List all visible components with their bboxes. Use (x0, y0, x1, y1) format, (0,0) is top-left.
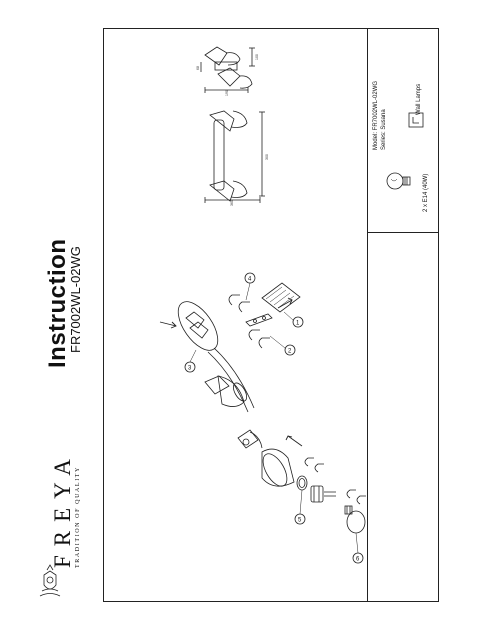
step-2-label: 2 (288, 349, 292, 355)
spotlight-upper (204, 375, 248, 407)
instruction-sheet (103, 28, 439, 602)
lamp-holder (310, 485, 336, 503)
step-1-label: 1 (296, 321, 300, 327)
step-6-label: 6 (356, 557, 360, 563)
wall-lamp-icon (408, 112, 424, 128)
glass-shade (261, 448, 295, 487)
bulb-icon (386, 172, 411, 190)
wall-plate (261, 282, 301, 313)
dimension-drawing-front (204, 110, 265, 203)
dimension-drawing-side (200, 46, 255, 93)
step-5-label: 5 (298, 518, 302, 524)
arrow-icon (159, 297, 303, 447)
step-3-label: 3 (188, 366, 192, 372)
sheet-divider (367, 28, 368, 602)
dim-width: 360 (230, 200, 234, 206)
fixture-backplate (177, 301, 255, 413)
mounting-bracket (245, 313, 273, 327)
shade-ring (296, 475, 308, 491)
crest-icon (39, 564, 61, 597)
dim-depth: 190 (225, 90, 229, 96)
step-markers (184, 272, 364, 564)
spec-divider (367, 232, 439, 233)
dim-base: 68 (196, 66, 200, 70)
spotlight-lower (237, 429, 263, 449)
clip-hooks (304, 457, 366, 505)
dim-height: 300 (265, 154, 269, 160)
screw-hooks (228, 294, 270, 349)
step-4-label: 4 (248, 277, 252, 283)
dim-shade: 100 (255, 54, 259, 60)
e14-bulb (344, 505, 366, 534)
